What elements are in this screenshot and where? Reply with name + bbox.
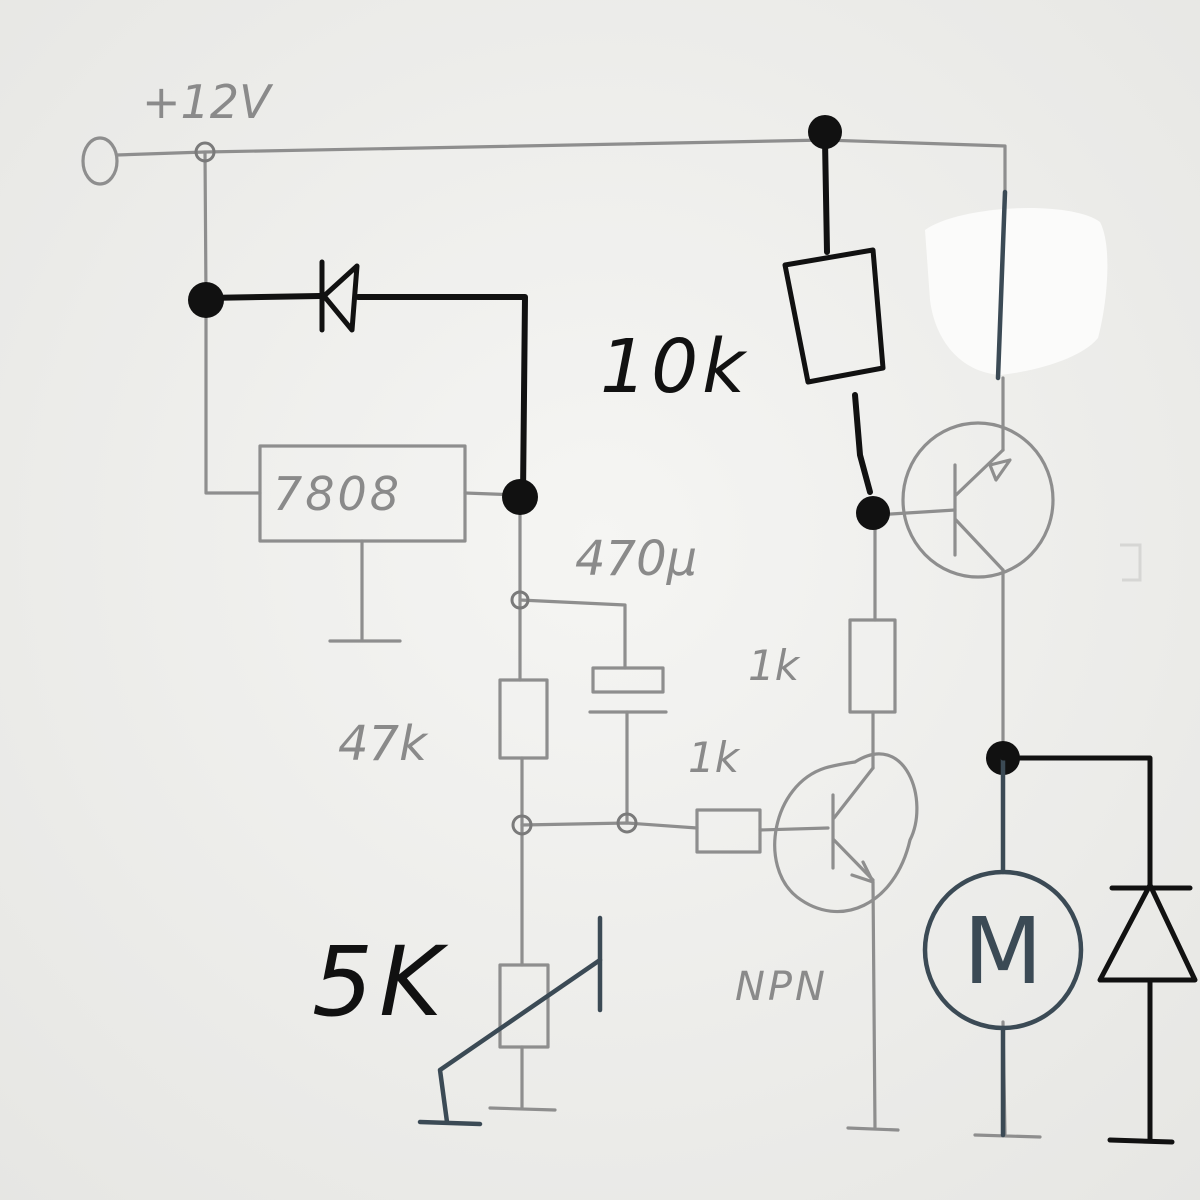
junction-regulator-out: [502, 479, 538, 515]
resistor-10k-box: [782, 247, 886, 385]
transistor-type-label: NPN: [735, 964, 828, 1010]
npn-base-wire: [758, 826, 830, 832]
resistor-47k-label: 47k: [338, 716, 429, 772]
pot-ground: [488, 1045, 557, 1112]
capacitor-top-wire: [518, 598, 627, 670]
resistor-1k-collector-label: 1k: [748, 641, 801, 690]
junction-top-rail: [808, 115, 842, 149]
junction-cap-top: [510, 590, 530, 610]
top-rail-wire: [115, 138, 827, 157]
pnp-collector-lead: [954, 518, 1005, 572]
capacitor-plate-top: [591, 666, 665, 694]
diode-right-wire: [355, 294, 528, 498]
npn-emitter-ground: [846, 880, 900, 1132]
potentiometer-label: 5K: [312, 926, 449, 1038]
motor-label: M: [963, 898, 1042, 1005]
pnp-emitter-arrow: [988, 458, 1012, 482]
pnp-emitter-blue-wire: [995, 189, 1008, 381]
supply-label: +12V: [142, 75, 274, 129]
erased-mark: [1120, 543, 1142, 582]
regulator-label: 7808: [273, 467, 402, 521]
pot-wiper-line: [437, 957, 603, 1125]
diode-triangle: [321, 263, 360, 333]
npn-emitter-lead: [832, 838, 875, 882]
flyback-top-wire: [1000, 755, 1153, 888]
pot-wiper-ground: [417, 1119, 483, 1127]
junction-divider: [511, 814, 533, 836]
divider-junction-wire: [520, 821, 699, 830]
resistor-10k-label: 10k: [600, 324, 749, 410]
diode-left-wire: [203, 293, 323, 301]
rail-to-diode-wire: [203, 150, 208, 300]
resistor-1k-base-label: 1k: [688, 733, 741, 782]
pnp-emitter-lead: [954, 448, 1005, 497]
supply-terminal: [81, 136, 119, 186]
npn-transistor-circle: [773, 752, 919, 914]
junction-cap-bottom: [616, 812, 638, 834]
capacitor-label: 470µ: [575, 531, 697, 587]
resistor-10k-top-wire: [822, 137, 830, 255]
npn-collector-lead: [832, 766, 875, 820]
potentiometer-body: [498, 963, 550, 1049]
junction-diode-left: [188, 282, 224, 318]
regulator-input-wire: [204, 296, 262, 495]
junction-pnp-base: [856, 496, 890, 530]
correction-patch: [925, 208, 1108, 375]
resistor-10k-bottom-wire: [852, 392, 873, 495]
top-rail-right-wire: [823, 138, 1007, 194]
junction-rail-left: [194, 141, 216, 163]
regulator-ground: [328, 539, 402, 643]
pnp-transistor-circle: [901, 421, 1055, 579]
flyback-ground: [1107, 1137, 1175, 1145]
